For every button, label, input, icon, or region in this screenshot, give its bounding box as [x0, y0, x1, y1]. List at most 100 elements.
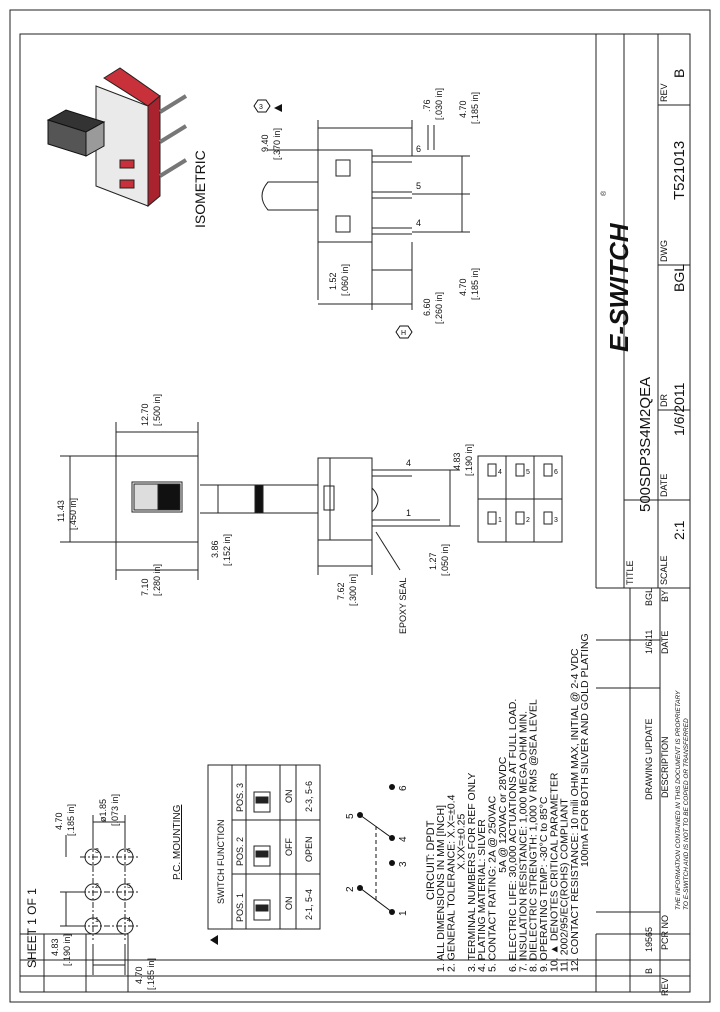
- revision-block-lines-2: [596, 588, 661, 934]
- pin-label-2: 2: [345, 886, 356, 892]
- pcb-hole-label-2: 2: [95, 883, 99, 890]
- note-line: 10. ▲ DENOTES CRITICAL PARAMETER: [548, 772, 560, 972]
- critical-marker-hex-3: [253, 99, 271, 113]
- iso-pin-3: [158, 158, 188, 178]
- pin-label-4: 4: [398, 836, 409, 842]
- critical-marker-h-label: H: [401, 330, 406, 337]
- bottom-pin-label-6: 6: [554, 469, 558, 476]
- isometric-label: ISOMETRIC: [192, 150, 208, 228]
- dim-190in-side: [.190 in]: [464, 444, 474, 476]
- side-view-body: [317, 457, 373, 541]
- note-line: 6. ELECTRIC LIFE: 30,000 ACTUATIONS AT F…: [507, 699, 519, 972]
- switch-function-text: SWITCH FUNCTION POS. 1 POS. 2 POS. 3 ON …: [210, 781, 314, 945]
- rev-table-header-by: BY: [660, 590, 670, 602]
- bottom-pin-label-1: 1: [498, 517, 502, 524]
- inner-border: [19, 33, 691, 993]
- note-line: 7. INSULATION RESISTANCE: 1,000 MEGA OHM…: [517, 711, 529, 972]
- pc-mounting: P.C. MOUNTING 1 2: [50, 794, 183, 990]
- circuit-label: CIRCUIT: DPDT: [425, 820, 437, 900]
- epoxy-seal-label: EPOXY SEAL: [398, 578, 408, 634]
- critical-marker-3-label: 3: [259, 104, 263, 111]
- pin-label-5: 5: [345, 813, 356, 819]
- terminal-5: [357, 812, 363, 818]
- note-line: X.XX=±0.25: [456, 813, 468, 972]
- top-view-body: [115, 455, 199, 543]
- dim-370in: [.370 in]: [272, 128, 282, 160]
- dr-value: BGL: [671, 264, 687, 292]
- switch-function-table: [207, 764, 321, 930]
- top-view-actuator-slot: [131, 481, 183, 513]
- side-view-boss: [323, 485, 335, 511]
- switch-pos2-connection: OPEN: [304, 836, 314, 862]
- switch-pos1-state: ON: [284, 897, 294, 911]
- note-line: 8. DIELECTRIC STRENGTH: 1,000 V RMS @SEA…: [528, 699, 540, 972]
- dim-pc-hole-dia-in: [.073 in]: [110, 794, 120, 826]
- iso-housing-white-front: [95, 85, 149, 207]
- dr-label: DR: [659, 394, 669, 407]
- note-line: 5. CONTACT RATING: 2A @ 250VAC: [487, 795, 499, 972]
- switch-pos2-header: POS. 2: [235, 837, 245, 866]
- dim-152-front: 1.52: [328, 272, 338, 290]
- dim-1143: 11.43: [56, 500, 66, 522]
- title-block-text: REV B DWG T521013 DR BGL DATE 1/6/2011 S…: [192, 69, 688, 585]
- side-view-text: 3.86 [.152 in] 7.62 [.300 in] EPOXY SEAL…: [210, 444, 474, 634]
- note-line: 11. 2002/95/EC(ROHS) COMPLIANT: [559, 798, 571, 972]
- dim-450in: [.450 in]: [68, 498, 78, 530]
- iso-red-tab-2: [119, 179, 135, 189]
- switch-pos1-header: POS. 1: [235, 893, 245, 922]
- dim-050in: [.050 in]: [440, 544, 450, 576]
- dim-300in: [.300 in]: [348, 574, 358, 606]
- bottom-view: [477, 455, 563, 543]
- top-view-actuator-knob: [157, 483, 181, 511]
- bottom-pin-label-2: 2: [526, 517, 530, 524]
- dim-185in-front-top: [.185 in]: [470, 92, 480, 124]
- side-pin-label-4: 4: [406, 458, 411, 468]
- dim-pc-470-top: 4.70: [54, 812, 64, 830]
- dim-386: 3.86: [210, 540, 220, 558]
- terminal-3: [389, 860, 395, 866]
- part-number-title: 500SDP3S4M2QEA: [637, 377, 654, 512]
- note-line: 2. GENERAL TOLERANCE: X.X=±0.4: [445, 794, 457, 972]
- dim-076: .76: [422, 99, 432, 112]
- front-view-body: [317, 149, 373, 243]
- dim-483-side: 4.83: [452, 452, 462, 470]
- rev-table-cell-pcr: 19565: [644, 927, 654, 952]
- note-line: 100mA FOR BOTH SILVER AND GOLD PLATING: [579, 633, 591, 972]
- pcb-hole-label-5: 5: [127, 883, 131, 890]
- epoxy-seal-leader: [375, 531, 401, 571]
- switch-pos3-connection: 2-3, 5-6: [304, 781, 314, 812]
- dim-470-front-top: 4.70: [458, 100, 468, 118]
- iso-actuator-light: [85, 121, 105, 157]
- dim-500in: [.500 in]: [152, 394, 162, 426]
- dim-1270: 12.70: [140, 403, 150, 426]
- critical-marker-triangle: [210, 935, 218, 945]
- dim-470-front-bottom: 4.70: [458, 278, 468, 296]
- dim-280in: [.280 in]: [152, 564, 162, 596]
- side-view-epoxy-seal: [371, 487, 379, 513]
- dim-660: 6.60: [422, 298, 432, 316]
- dim-pc-hole-dia: ø1.85: [98, 799, 108, 822]
- switch-pos2-state: OFF: [284, 838, 294, 856]
- note-line: 5A @ 120VAC or 28VDC: [497, 756, 509, 972]
- rev-table-cell-description: DRAWING UPDATE: [644, 718, 654, 800]
- rev-table-header-rev: REV: [660, 977, 670, 996]
- note-line: 1. ALL DIMENSIONS IN MM [INCH]: [435, 805, 447, 972]
- top-view-dims: 11.43 [.450 in] 12.70 [.500 in] 7.10 [.2…: [56, 394, 162, 596]
- rev-table-cell-by: BGL: [644, 588, 654, 606]
- dim-pc-483: 4.83: [50, 938, 60, 956]
- proprietary-note-line1: THE INFORMATION CONTAINED IN THIS DOCUME…: [675, 690, 682, 910]
- iso-pin-1: [158, 94, 188, 114]
- dim-030in: [.030 in]: [434, 88, 444, 120]
- revision-block-text: SHEET 1 OF 1 REV PCR NO DESCRIPTION DATE…: [25, 588, 690, 996]
- sheet-number: SHEET 1 OF 1: [25, 888, 39, 968]
- front-pin-label-6: 6: [416, 144, 421, 154]
- front-view: [261, 120, 470, 310]
- dim-710: 7.10: [140, 578, 150, 596]
- front-view-text: 9.40 [.370 in] .76 [.030 in] 4.70 [.185 …: [253, 88, 480, 339]
- iso-housing-red-side: [147, 94, 161, 208]
- dim-185in-front-bottom: [.185 in]: [470, 268, 480, 300]
- pc-mounting-label: P.C. MOUNTING: [172, 804, 183, 880]
- top-view: [60, 422, 199, 580]
- isometric-view: [46, 67, 188, 208]
- front-view-actuator: [261, 181, 318, 211]
